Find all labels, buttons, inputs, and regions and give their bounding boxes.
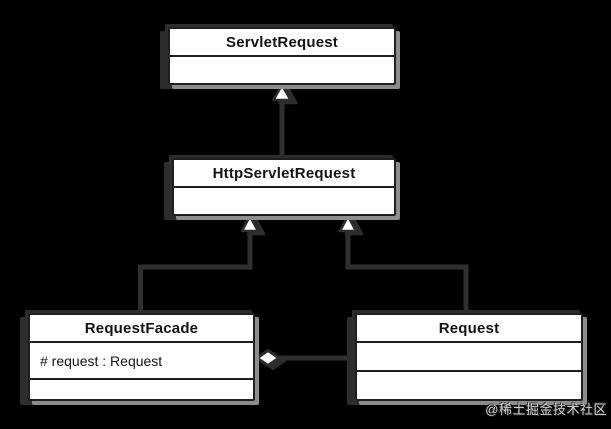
generalization-line-request-httpservletrequest — [345, 229, 469, 316]
class-box-request: Request — [355, 313, 583, 401]
class-field: # request : Request — [40, 352, 163, 369]
class-box-requestfacade: RequestFacade # request : Request — [28, 313, 255, 401]
class-compartment-fields: # request : Request — [30, 343, 253, 380]
class-compartment-empty — [174, 188, 394, 214]
class-title: HttpServletRequest — [174, 160, 394, 188]
class-box-httpservletrequest: HttpServletRequest — [172, 158, 396, 216]
class-title: Request — [357, 315, 581, 343]
class-compartment-empty — [357, 372, 581, 399]
class-title: RequestFacade — [30, 315, 253, 343]
watermark: @稀土掘金技术社区 — [485, 402, 607, 417]
generalization-arrow-icon — [272, 83, 292, 102]
aggregation-diamond-icon — [255, 349, 281, 367]
class-box-servletrequest: ServletRequest — [168, 27, 396, 85]
generalization-line-requestfacade-httpservletrequest — [138, 229, 253, 316]
class-compartment-empty — [170, 57, 394, 83]
class-compartment-empty — [30, 380, 253, 399]
class-compartment-empty — [357, 343, 581, 372]
generalization-arrow-icon — [338, 214, 358, 233]
generalization-arrow-icon — [240, 214, 260, 233]
class-title: ServletRequest — [170, 29, 394, 57]
